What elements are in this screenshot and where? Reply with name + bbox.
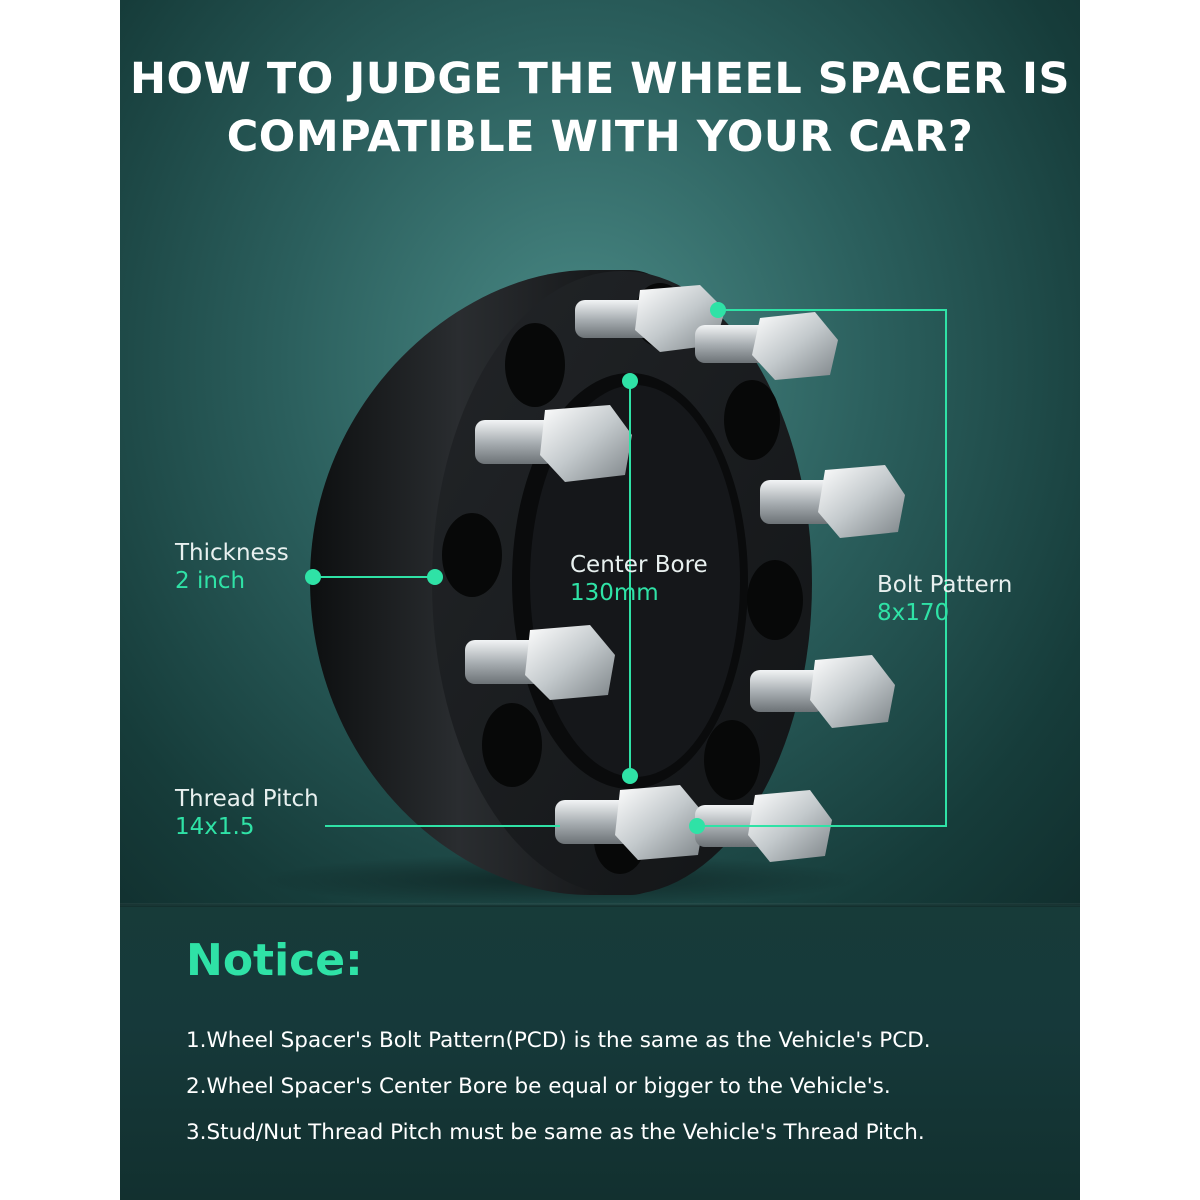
bolt-pattern-value: 8x170 [877, 600, 950, 626]
stud-2 [695, 312, 838, 380]
stud-5 [465, 625, 615, 700]
notice-area [120, 905, 1080, 1200]
stud-3 [475, 405, 632, 482]
thread-pitch-value: 14x1.5 [175, 814, 255, 840]
center-bore-value: 130mm [570, 580, 659, 606]
measurement-lines [313, 309, 947, 827]
bolt-pattern-bracket [695, 309, 947, 827]
stud-4 [760, 465, 905, 538]
measurement-dots [305, 302, 726, 834]
section-divider [120, 903, 1080, 907]
thickness-value: 2 inch [175, 568, 246, 594]
thread-pitch-name: Thread Pitch [175, 786, 319, 812]
stud-7 [555, 785, 705, 860]
thread-pitch-label: Thread Pitch 14x1.5 [175, 786, 319, 840]
stud-6 [750, 655, 895, 728]
notice-item-3: 3.Stud/Nut Thread Pitch must be same as … [186, 1120, 925, 1145]
bolt-pattern-name: Bolt Pattern [877, 572, 1013, 598]
center-bore-name: Center Bore [570, 552, 708, 578]
thickness-label: Thickness 2 inch [175, 540, 289, 594]
notice-item-2: 2.Wheel Spacer's Center Bore be equal or… [186, 1074, 891, 1099]
center-bore-label: Center Bore 130mm [570, 552, 708, 606]
headline-line-2: COMPATIBLE WITH YOUR CAR? [226, 112, 974, 162]
thickness-name: Thickness [175, 540, 289, 566]
wheel-spacer-illustration [260, 270, 947, 905]
notice-list: 1.Wheel Spacer's Bolt Pattern(PCD) is th… [186, 1026, 931, 1164]
product-panel: HOW TO JUDGE THE WHEEL SPACER IS COMPATI… [120, 0, 1080, 1200]
notice-item-1: 1.Wheel Spacer's Bolt Pattern(PCD) is th… [186, 1028, 931, 1053]
headline-line-1: HOW TO JUDGE THE WHEEL SPACER IS [129, 54, 1071, 104]
bolt-pattern-label: Bolt Pattern 8x170 [877, 572, 1012, 626]
notice-heading: Notice: [186, 935, 363, 986]
studs-and-nuts [465, 285, 905, 862]
